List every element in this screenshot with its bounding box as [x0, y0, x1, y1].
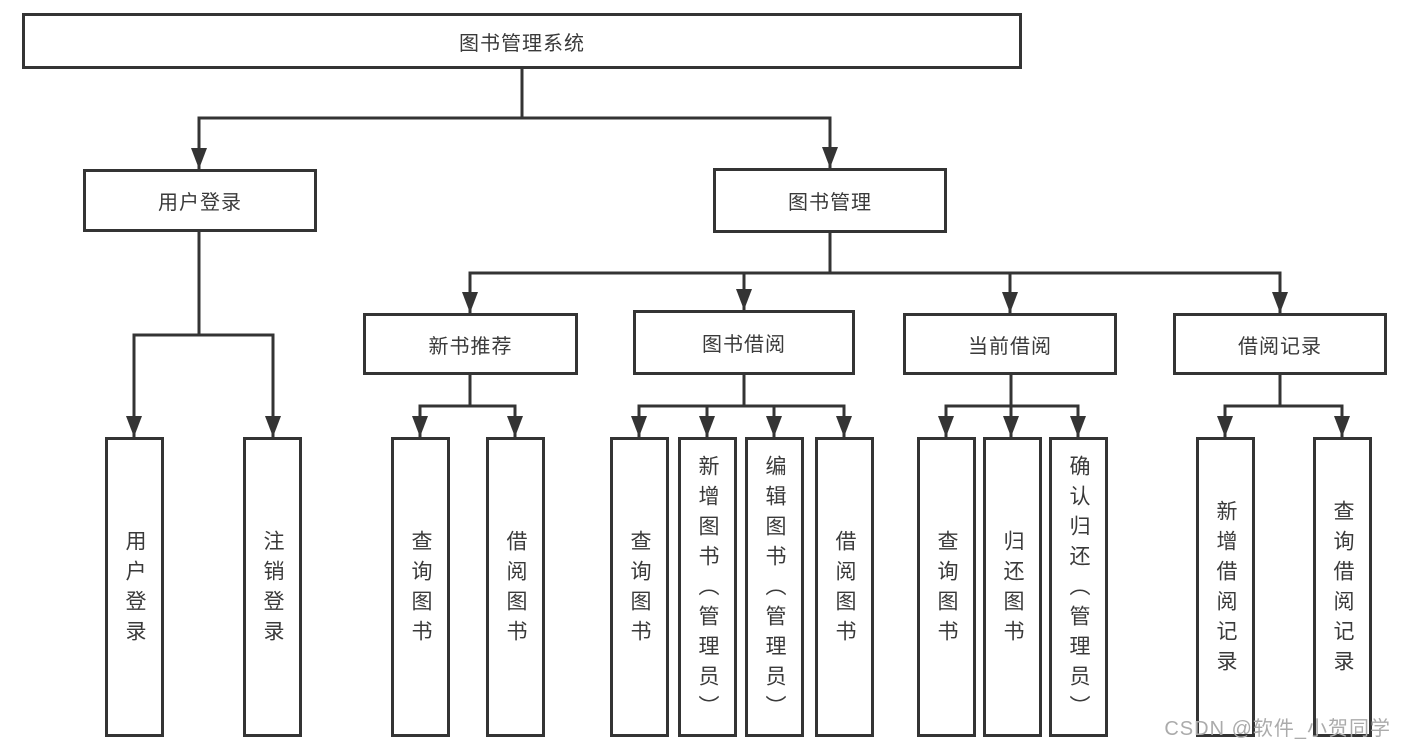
node-current-borrow: 当前借阅: [903, 313, 1117, 375]
leaf-logout: 注销登录: [243, 437, 302, 737]
leaf-add-borrow-record: 新增借阅记录: [1196, 437, 1255, 737]
node-book-borrow: 图书借阅: [633, 310, 855, 375]
leaf-confirm-return-admin: 确认归还（管理员）: [1049, 437, 1108, 737]
leaf-user-login: 用户登录: [105, 437, 164, 737]
leaf-query-borrow-record: 查询借阅记录: [1313, 437, 1372, 737]
leaf-return-books: 归还图书: [983, 437, 1042, 737]
node-user-login: 用户登录: [83, 169, 317, 232]
node-library-system: 图书管理系统: [22, 13, 1022, 69]
leaf-edit-books-admin: 编辑图书（管理员）: [745, 437, 804, 737]
leaf-query-books-borrow: 查询图书: [610, 437, 669, 737]
node-borrow-records: 借阅记录: [1173, 313, 1387, 375]
leaf-borrow-books: 借阅图书: [815, 437, 874, 737]
node-new-book-recommend: 新书推荐: [363, 313, 578, 375]
leaf-add-books-admin: 新增图书（管理员）: [678, 437, 737, 737]
leaf-query-books-recommend: 查询图书: [391, 437, 450, 737]
leaf-query-books-current: 查询图书: [917, 437, 976, 737]
watermark: CSDN @软件_小贺同学: [1164, 718, 1391, 740]
node-book-management: 图书管理: [713, 168, 947, 233]
leaf-borrow-books-recommend: 借阅图书: [486, 437, 545, 737]
